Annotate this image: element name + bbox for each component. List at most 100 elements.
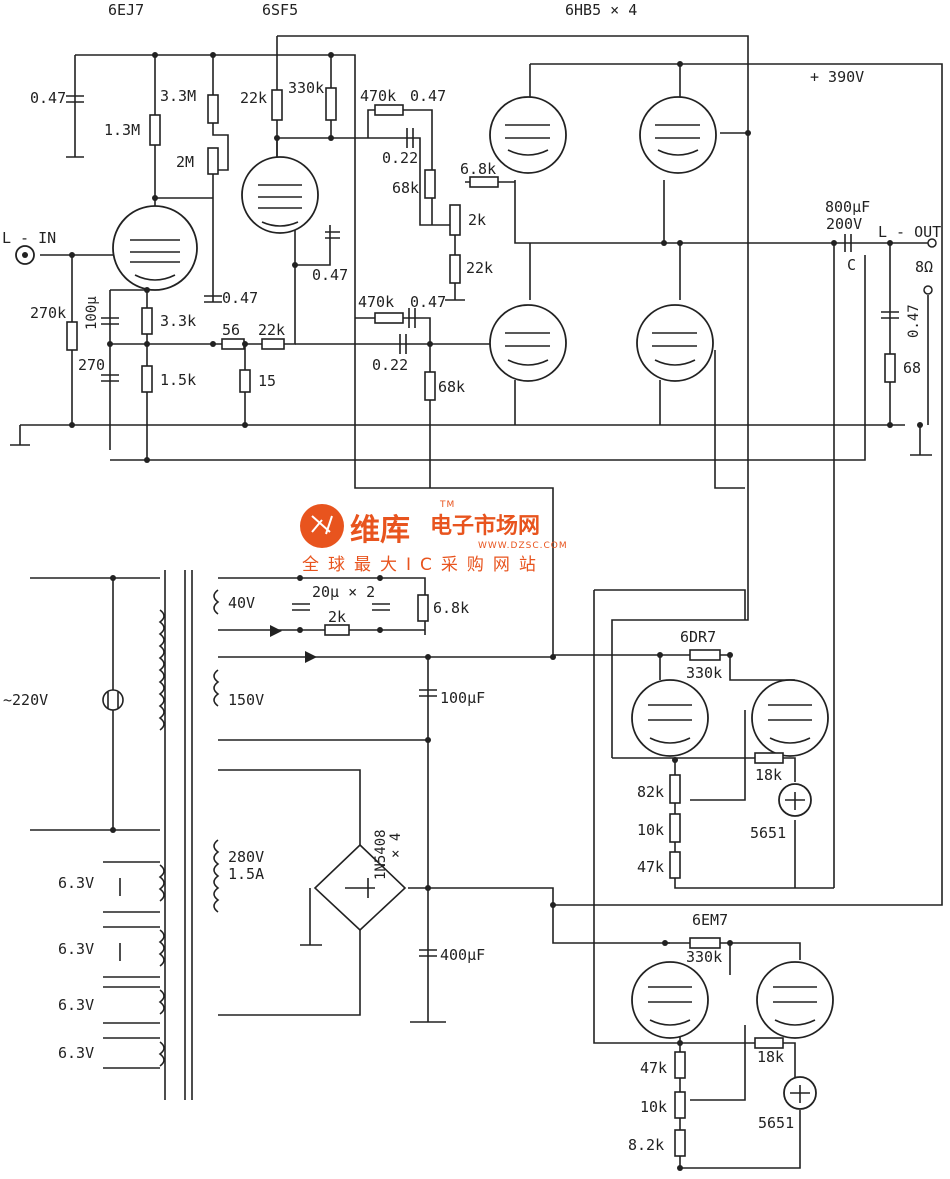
value-r2k: 2k	[468, 211, 486, 229]
watermark: 维库 电子市场网 TM WWW.DZSC.COM 全球最大IC采购网站	[300, 500, 568, 575]
resistor-10k-em	[674, 1091, 686, 1119]
resistor-47k-dr	[669, 851, 681, 879]
watermark-site: 电子市场网	[430, 513, 540, 539]
value-r56: 56	[222, 321, 240, 339]
resistor-2k-supply	[324, 624, 350, 636]
tube-6dr7-a	[631, 679, 709, 757]
value-r13m: 1.3M	[104, 121, 140, 139]
label-heater-4: 6.3V	[58, 1044, 94, 1062]
value-c047-zobel: 0.47	[906, 304, 922, 338]
tube-6ej7	[112, 205, 198, 291]
junctions	[69, 52, 923, 1171]
value-c022-a: 0.22	[382, 149, 418, 167]
value-r47k-em: 47k	[640, 1059, 667, 1077]
value-r470k-a: 470k	[360, 87, 396, 105]
value-r33k: 3.3k	[160, 312, 196, 330]
label-c100: 100μF	[440, 689, 485, 707]
label-6ej7: 6EJ7	[108, 1, 144, 19]
misc-symbols	[15, 238, 937, 1100]
label-speaker: 8Ω	[915, 258, 933, 276]
resistor-470k-b	[374, 312, 404, 324]
tube-6dr7-b	[751, 679, 829, 757]
capacitors	[10, 95, 932, 1023]
label-6em7: 6EM7	[692, 911, 728, 929]
resistor-18k-em	[754, 1037, 784, 1049]
value-c047-a: 0.47	[410, 87, 446, 105]
label-mains: ~220V	[3, 691, 48, 709]
label-b-plus: + 390V	[810, 68, 864, 86]
resistor-330k-em	[689, 937, 721, 949]
tube-6hb5-c	[489, 304, 567, 382]
label-heater-1: 6.3V	[58, 874, 94, 892]
tube-6hb5-a	[489, 96, 567, 174]
label-r68k-supply: 6.8k	[433, 599, 469, 617]
resistor-6.8k	[469, 176, 499, 188]
resistor-1.3m	[149, 114, 161, 146]
label-r2k-supply: 2k	[328, 608, 346, 626]
value-r82k-em: 8.2k	[628, 1136, 664, 1154]
value-r68-zobel: 68	[903, 359, 921, 377]
value-c100u: 100μ	[84, 296, 100, 330]
resistor-8.2k-em	[674, 1129, 686, 1157]
value-r15k: 1.5k	[160, 371, 196, 389]
value-r68k-b: 6.8k	[460, 160, 496, 178]
value-r47k-dr: 47k	[637, 858, 664, 876]
label-5651-b: 5651	[758, 1114, 794, 1132]
label-l-in: L - IN	[2, 229, 56, 247]
component-values: 0.47 3.3M 1.3M 2M 22k 330k 470k 0.47 0.2…	[30, 79, 922, 1154]
value-r22k-a: 22k	[240, 89, 267, 107]
resistor-6.8k-supply	[417, 594, 429, 622]
label-c20: 20μ × 2	[312, 583, 375, 601]
resistor-330k-a	[325, 87, 337, 121]
value-r330k-em: 330k	[686, 948, 722, 966]
tube-labels: 6EJ7 6SF5 6HB5 × 4 6DR7 6EM7 5651 5651	[108, 1, 794, 1132]
label-280v: 280V	[228, 848, 264, 866]
label-6sf5: 6SF5	[262, 1, 298, 19]
circuit-labels: + 390V L - IN L - OUT 8Ω 800μF 200V C ~2…	[2, 68, 941, 1062]
speaker-terminal-icon	[923, 285, 933, 295]
value-r330k-a: 330k	[288, 79, 324, 97]
resistor-68k-c	[424, 371, 436, 401]
resistor-68-zobel	[884, 353, 896, 383]
value-r18k-dr: 18k	[755, 766, 782, 784]
label-heater-2: 6.3V	[58, 940, 94, 958]
value-r68k-a: 68k	[392, 179, 419, 197]
resistor-1.5k	[141, 365, 153, 393]
label-heater-3: 6.3V	[58, 996, 94, 1014]
value-r15: 15	[258, 372, 276, 390]
label-out-cap-voltage: 200V	[826, 215, 862, 233]
resistor-3.3k	[141, 307, 153, 335]
value-c047-top: 0.47	[30, 89, 66, 107]
value-r68k-c: 68k	[438, 378, 465, 396]
resistor-56	[221, 338, 245, 350]
value-r10k-em: 10k	[640, 1098, 667, 1116]
resistor-10k-dr	[669, 813, 681, 843]
resistor-470k-a	[374, 104, 404, 116]
output-terminal-icon	[927, 238, 937, 248]
watermark-url: WWW.DZSC.COM	[478, 541, 568, 551]
resistor-15	[239, 369, 251, 393]
diode-150v-icon	[305, 651, 317, 663]
watermark-brand: 维库	[350, 513, 410, 548]
label-l-out: L - OUT	[878, 223, 941, 241]
resistor-270k	[66, 321, 78, 351]
tube-6sf5	[241, 156, 319, 234]
label-280v-current: 1.5A	[228, 865, 264, 883]
value-r470k-b: 470k	[358, 293, 394, 311]
value-r330k-dr: 330k	[686, 664, 722, 682]
value-r270k: 270k	[30, 304, 66, 322]
resistor-18k-dr	[754, 752, 784, 764]
label-out-cap-name: C	[847, 256, 856, 274]
tube-6hb5-b	[639, 96, 717, 174]
value-c022-b: 0.22	[372, 356, 408, 374]
tube-6em7-a	[631, 961, 709, 1039]
value-r10k-dr: 10k	[637, 821, 664, 839]
tube-6hb5-d	[636, 304, 714, 382]
label-out-cap-value: 800μF	[825, 198, 870, 216]
resistor-82k	[669, 774, 681, 804]
resistor-68k-a	[424, 169, 436, 199]
resistor-22k-b	[449, 254, 461, 284]
value-c047-sf5: 0.47	[312, 266, 348, 284]
resistor-3.3m	[207, 94, 219, 124]
